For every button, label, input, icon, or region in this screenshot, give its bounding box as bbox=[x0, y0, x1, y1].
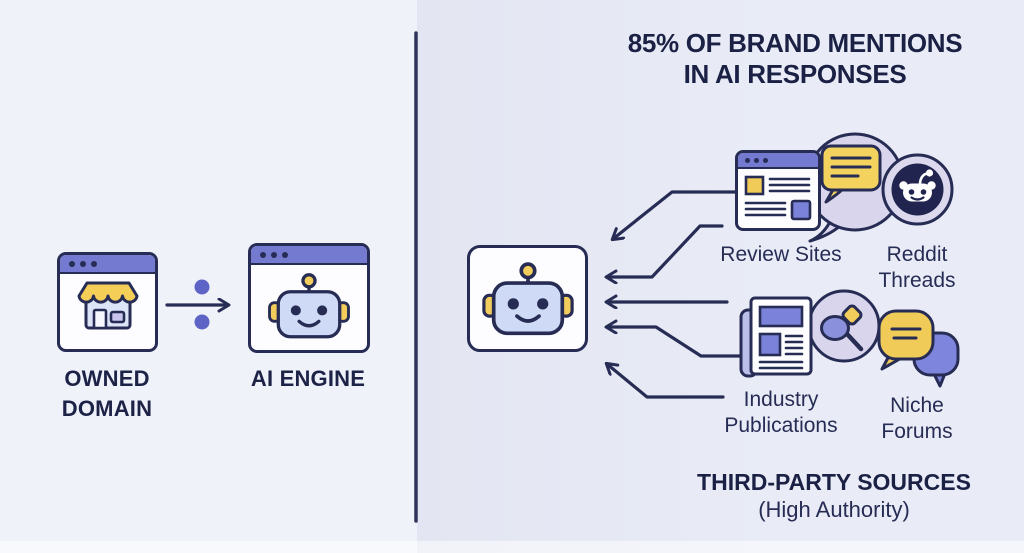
review-sites-label: Review Sites bbox=[720, 243, 842, 266]
browser-dot-icon bbox=[754, 157, 759, 163]
ai-engine-browser-icon bbox=[248, 243, 370, 353]
browser-dot-icon bbox=[80, 260, 86, 267]
owned-domain-label-line1: OWNED bbox=[64, 366, 150, 391]
newspaper-icon bbox=[739, 296, 813, 378]
magnifier-icon bbox=[820, 304, 864, 352]
robot-icon bbox=[481, 261, 574, 335]
niche-label-line2: Forums bbox=[881, 420, 953, 443]
owned-domain-label-line2: DOMAIN bbox=[61, 396, 153, 421]
browser-titlebar bbox=[738, 153, 818, 169]
owned-domain-label: OWNED DOMAIN bbox=[27, 364, 187, 424]
ai-engine-label: AI ENGINE bbox=[250, 366, 366, 391]
storefront-icon bbox=[77, 281, 138, 330]
browser-dot-icon bbox=[91, 260, 97, 267]
divide-dots-icon bbox=[194, 279, 210, 330]
third-party-sources-label: THIRD-PARTY SOURCES bbox=[697, 469, 971, 495]
browser-dot-icon bbox=[271, 251, 277, 258]
magnifier-circle-icon bbox=[807, 289, 881, 363]
browser-titlebar bbox=[60, 255, 155, 274]
ai-robot-box bbox=[467, 245, 588, 352]
niche-forums-label: Niche Forums bbox=[857, 393, 977, 445]
owned-domain-browser-icon bbox=[57, 252, 158, 352]
reddit-threads-label: Reddit Threads bbox=[857, 242, 977, 294]
niche-label-line1: Niche bbox=[890, 394, 944, 417]
title-line2: IN AI RESPONSES bbox=[683, 59, 907, 89]
industry-label-line1: Industry bbox=[743, 388, 819, 411]
chat-bubble-icon bbox=[820, 144, 882, 204]
browser-dot-icon bbox=[745, 157, 750, 163]
browser-dot-icon bbox=[763, 157, 768, 163]
chat-bubbles-icon bbox=[877, 309, 960, 388]
review-sites-browser-icon bbox=[735, 150, 821, 231]
high-authority-label: (High Authority) bbox=[758, 497, 910, 522]
browser-dot-icon bbox=[282, 251, 288, 258]
industry-label-line2: Publications bbox=[724, 414, 838, 437]
reddit-label-line1: Reddit bbox=[886, 243, 948, 266]
review-page-content-icon bbox=[744, 175, 812, 221]
reddit-icon bbox=[881, 153, 954, 226]
browser-dot-icon bbox=[260, 251, 266, 258]
speech-circle-icon bbox=[805, 132, 905, 243]
yellow-bubble-icon bbox=[877, 309, 935, 371]
title-line1: 85% OF BRAND MENTIONS bbox=[627, 28, 963, 58]
robot-icon bbox=[268, 273, 350, 339]
reddit-label-line2: Threads bbox=[878, 269, 956, 292]
page-title: 85% OF BRAND MENTIONS IN AI RESPONSES bbox=[565, 28, 1024, 90]
browser-dot-icon bbox=[69, 260, 75, 267]
bottom-strip bbox=[0, 541, 1024, 553]
industry-publications-label: Industry Publications bbox=[691, 387, 871, 439]
browser-titlebar bbox=[251, 246, 367, 265]
